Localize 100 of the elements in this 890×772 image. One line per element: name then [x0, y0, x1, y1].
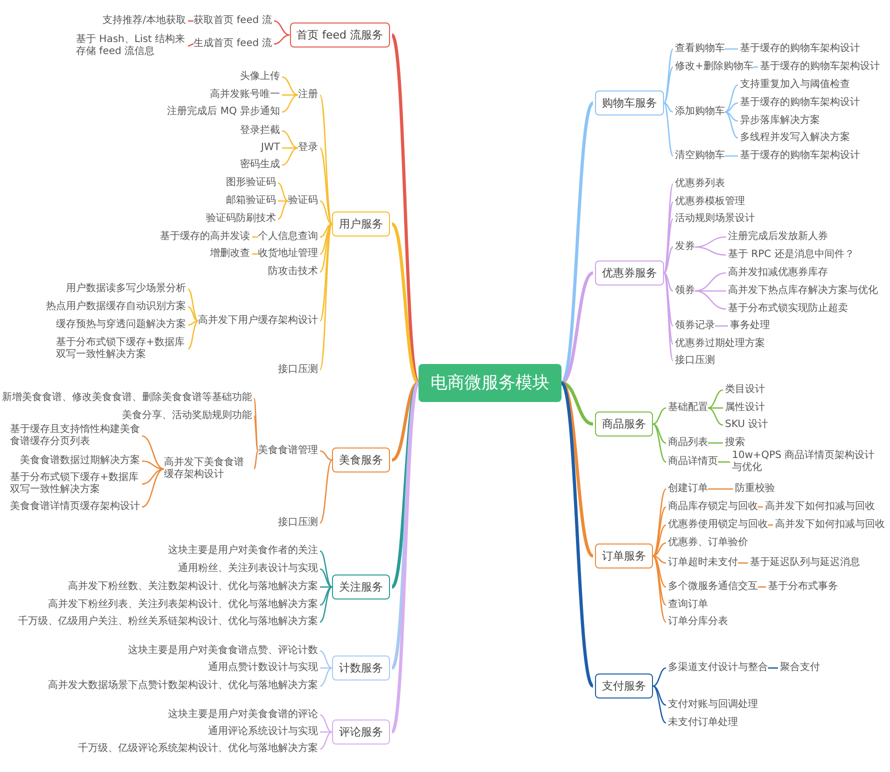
subtopic-label: 清空购物车 [675, 150, 725, 162]
subtopic-label: 验证码防刷技术 [206, 213, 276, 225]
branch-line [188, 43, 194, 47]
subtopic-label: 多线程并发写入解决方案 [740, 132, 850, 144]
branch-line [320, 550, 332, 588]
subtopic-label: 美食食谱管理 [258, 445, 318, 457]
subtopic-label: 注册完成后发放新人券 [728, 231, 828, 243]
subtopic-label: 增删改查 [210, 248, 250, 260]
branch-line [664, 272, 674, 292]
branch-line [708, 407, 723, 409]
branch-line [753, 66, 758, 68]
branch-line [320, 667, 332, 669]
branch-line [664, 246, 674, 274]
branch-line [758, 506, 763, 508]
branch-line [768, 667, 778, 669]
branch-line [663, 272, 674, 362]
branch-line [664, 48, 674, 104]
branch-line [738, 562, 748, 564]
subtopic-label: 防攻击技术 [268, 266, 318, 278]
branch-line [188, 320, 198, 350]
branch-line [320, 450, 332, 461]
branch-line [320, 568, 332, 588]
branch-line [320, 200, 332, 225]
branch-line [708, 407, 724, 426]
topic-box: 购物车服务 [595, 90, 664, 116]
branch-line [652, 556, 666, 622]
subtopic-label: 图形验证码 [226, 177, 276, 189]
branch-line [188, 20, 194, 22]
branch-line [652, 407, 666, 425]
branch-line [253, 416, 259, 452]
branch-line [188, 320, 198, 326]
branch-line [252, 236, 258, 238]
subtopic-label: 基于 RPC 还是消息中间件？ [728, 249, 854, 261]
branch-line [652, 667, 666, 687]
subtopic-label: 创建订单 [668, 483, 708, 495]
branch-line [319, 94, 333, 224]
branch-line [390, 34, 420, 384]
branch-line [390, 382, 420, 669]
subtopic-label: 高并发下如何扣减与回收 [775, 519, 885, 531]
subtopic-label: 缓存预热与穿透问题解决方案 [56, 319, 186, 331]
branch-line [694, 272, 726, 292]
subtopic-label: 聚合支付 [780, 662, 820, 674]
branch-line [560, 272, 594, 384]
subtopic-label: 接口压测 [278, 364, 318, 376]
subtopic-label: 新增美食食谱、修改美食食谱、删除美食食谱等基础功能 [2, 392, 252, 404]
subtopic-label: 头像上传 [240, 71, 280, 83]
branch-line [652, 524, 666, 557]
subtopic-label: 属性设计 [725, 402, 765, 414]
subtopic-label: 美食分享、活动奖励规则功能 [122, 410, 252, 422]
subtopic-label: 基于缓存的高并发读 [160, 231, 250, 243]
subtopic-label: 收货地址管理 [258, 248, 318, 260]
branch-line [274, 20, 290, 36]
subtopic-label: 这块主要是用户对美食作者的关注 [168, 545, 318, 557]
subtopic-label: 登录拦截 [240, 125, 280, 137]
branch-line [724, 111, 738, 139]
branch-line [663, 202, 674, 274]
subtopic-label: 支持重复加入与阈值检查 [740, 79, 850, 91]
branch-line [278, 200, 288, 220]
subtopic-label: 支付对账与回调处理 [668, 699, 758, 711]
topic-box: 关注服务 [332, 574, 390, 600]
topic-box: 计数服务 [332, 656, 390, 680]
subtopic-label: 高并发下热点库存解决方案与优化 [728, 285, 878, 297]
topic-box: 首页 feed 流服务 [290, 22, 390, 48]
subtopic-label: 领券 [675, 285, 695, 297]
branch-line [708, 488, 733, 490]
subtopic-label: 商品详情页 [668, 456, 718, 468]
subtopic-label: 发券 [675, 241, 695, 253]
branch-line [768, 524, 773, 526]
topic-box: 优惠券服务 [595, 260, 664, 286]
subtopic-label: 邮箱验证码 [226, 195, 276, 207]
branch-line [253, 450, 259, 470]
subtopic-label: 通用点赞计数设计与实现 [208, 662, 318, 674]
branch-line [320, 667, 332, 687]
branch-line [319, 224, 333, 370]
branch-line [320, 714, 332, 733]
subtopic-label: 添加购物车 [675, 106, 725, 118]
branch-line [320, 223, 332, 255]
branch-line [561, 381, 594, 426]
subtopic-label: 基于分布式锁下缓存+数据库双写一致性解决方案 [56, 337, 186, 361]
branch-line [652, 685, 666, 724]
branch-line [320, 586, 332, 588]
subtopic-label: 千万级、亿级评论系统架构设计、优化与落地解决方案 [78, 743, 318, 755]
topic-box: 商品服务 [595, 412, 653, 436]
subtopic-label: 10w+QPS 商品详情页架构设计与优化 [732, 450, 882, 474]
subtopic-label: 基于缓存的购物车架构设计 [760, 61, 880, 73]
branch-line [142, 435, 164, 470]
branch-line [319, 224, 333, 322]
branch-line [652, 506, 666, 557]
branch-line [708, 389, 724, 409]
subtopic-label: 通用评论系统设计与实现 [208, 726, 318, 738]
branch-line [282, 147, 298, 166]
subtopic-label: 优惠券、订单验价 [668, 537, 748, 549]
branch-line [694, 246, 726, 256]
subtopic-label: 高并发大数据场景下点赞计数架构设计、优化与落地解决方案 [48, 680, 318, 692]
branch-line [664, 102, 674, 113]
subtopic-label: 高并发扣减优惠券库存 [728, 267, 828, 279]
subtopic-label: 高并发下如何扣减与回收 [765, 501, 875, 513]
subtopic-label: 通用粉丝、关注列表设计与实现 [178, 563, 318, 575]
subtopic-label: 生成首页 feed 流 [193, 38, 272, 50]
subtopic-label: 验证码 [288, 195, 318, 207]
